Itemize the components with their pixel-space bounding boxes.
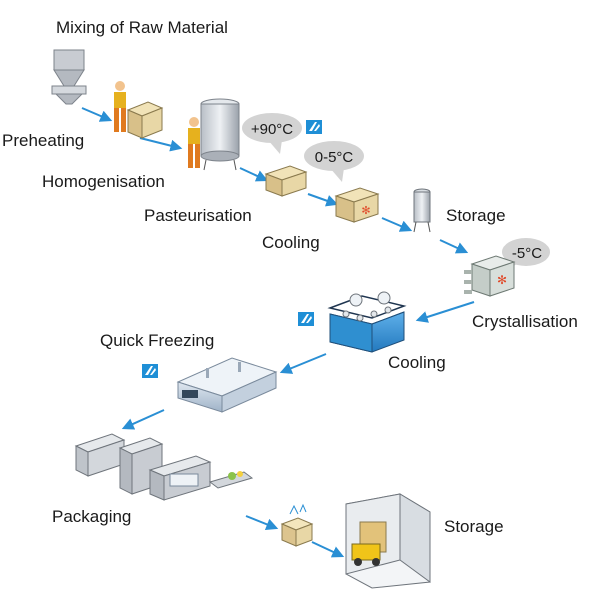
arrow-carton-to-storage <box>311 541 345 558</box>
arrow-preheat-to-homog <box>139 137 183 152</box>
arrow-cooling-to-freeze <box>279 353 327 374</box>
preheater-box-icon <box>126 101 164 139</box>
cooling-bath-icon <box>327 291 407 353</box>
arrow-mix-to-preheat <box>81 107 113 122</box>
worker-icon <box>188 117 200 168</box>
company-logo-icon <box>142 364 158 378</box>
pasteuriser-box-icon <box>264 165 308 197</box>
arrow-cool-to-storage <box>381 217 413 232</box>
step-label-storage: Storage <box>446 206 506 225</box>
crystalliser-unit-icon: ✻ <box>464 255 516 297</box>
company-logo-icon <box>298 312 314 326</box>
cooler-box-icon: ✻ <box>334 187 380 223</box>
cold-storage-room-icon <box>345 493 431 589</box>
step-label-cooling: Cooling <box>262 233 320 252</box>
arrow-homog-to-pasteur <box>239 167 269 182</box>
arrow-pack-to-carton <box>245 515 279 531</box>
step-label-cooling: Cooling <box>388 353 446 372</box>
temp-label-crystallisation: -5°C <box>512 245 542 262</box>
temp-label-pasteurisation: +90°C <box>251 121 293 138</box>
step-label-storage: Storage <box>444 517 504 536</box>
step-label-quick-freezing: Quick Freezing <box>100 331 214 350</box>
step-label-homogenisation: Homogenisation <box>42 172 165 191</box>
cooling-temp-bubble <box>304 141 364 182</box>
company-logo-icon <box>306 120 322 134</box>
arrow-pasteur-to-cool <box>307 193 339 207</box>
snowflake-icon: ✻ <box>497 273 507 287</box>
mixing-hopper-icon <box>51 49 87 105</box>
step-label-mixing: Mixing of Raw Material <box>56 18 228 37</box>
temp-label-cooling: 0-5°C <box>315 149 354 166</box>
step-label-packaging: Packaging <box>52 507 131 526</box>
carton-icon <box>280 503 314 547</box>
packaging-machine-icon <box>74 433 254 501</box>
worker-icon <box>114 81 126 132</box>
step-label-crystallisation: Crystallisation <box>472 312 578 331</box>
step-label-pasteurisation: Pasteurisation <box>144 206 252 225</box>
step-label-preheating: Preheating <box>2 131 84 150</box>
arrow-storage-to-cryst <box>439 239 469 254</box>
homogeniser-tank-icon <box>200 98 240 171</box>
flow-arrows <box>81 107 475 558</box>
snowflake-icon: ✻ <box>361 205 370 217</box>
freezing-tunnel-icon <box>176 357 278 413</box>
arrow-cryst-to-cooling <box>415 301 475 323</box>
storage-silo-icon <box>413 188 431 233</box>
arrow-freeze-to-pack <box>121 409 165 430</box>
pasteurisation-temp-bubble <box>242 113 302 154</box>
